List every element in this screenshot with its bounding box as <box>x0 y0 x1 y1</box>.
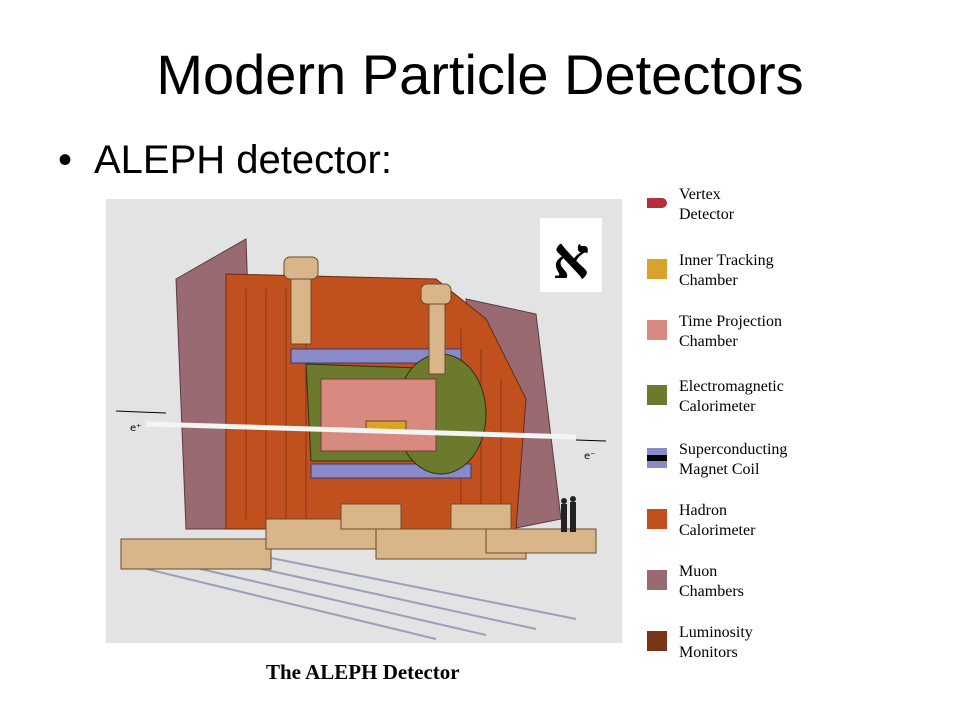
legend-label: Magnet Coil <box>679 461 760 478</box>
floor-rails <box>125 556 577 640</box>
cryo-tower-left <box>283 256 319 280</box>
legend-label: Calorimeter <box>679 398 756 415</box>
bullet-dot-icon: • <box>58 138 73 182</box>
legend-swatch <box>647 259 667 279</box>
aleph-detector-illustration: e⁺ e⁻ <box>106 199 622 643</box>
legend-label: Superconducting <box>679 441 788 458</box>
bullet-text: ALEPH detector: <box>94 138 392 182</box>
legend-label: Luminosity <box>679 624 753 641</box>
magnet-coil-top <box>290 348 462 364</box>
legend-label: Monitors <box>679 644 738 661</box>
legend-label: Chambers <box>679 583 744 600</box>
figure-caption: The ALEPH Detector <box>266 660 460 684</box>
legend-label: Muon <box>679 563 718 580</box>
aleph-glyph: א <box>552 224 589 292</box>
beam-label-left: e⁺ <box>130 423 141 434</box>
tpc <box>320 378 437 452</box>
aleph-logo: א <box>540 218 602 292</box>
base-left <box>120 538 272 570</box>
beam-label-right: e⁻ <box>584 451 595 462</box>
beam-pipe <box>145 421 577 440</box>
legend-label: Vertex <box>679 186 721 203</box>
legend-swatch <box>647 385 667 405</box>
legend-label: Inner Tracking <box>679 252 774 269</box>
aleph-logo-icon: א <box>552 224 589 292</box>
slide-title: Modern Particle Detectors <box>156 43 804 106</box>
legend-label: Time Projection <box>679 313 782 330</box>
people-figures <box>561 496 576 532</box>
legend-label: Calorimeter <box>679 522 756 539</box>
legend-label: Chamber <box>679 272 738 289</box>
legend-label: Detector <box>679 206 735 223</box>
legend-label: Hadron <box>679 502 727 519</box>
bullet-item: • ALEPH detector: <box>58 138 392 183</box>
legend-swatch <box>647 631 667 651</box>
legend-swatch <box>647 320 667 340</box>
legend-label: Electromagnetic <box>679 378 784 395</box>
base-far-right <box>485 528 597 554</box>
legend-swatch <box>647 448 667 468</box>
legend-swatch <box>647 198 667 208</box>
cryo-tower-right <box>420 283 452 305</box>
legend-swatch <box>647 509 667 529</box>
legend-swatch <box>647 570 667 590</box>
legend-label: Chamber <box>679 333 738 350</box>
detector-drawing: e⁺ e⁻ <box>115 238 607 640</box>
